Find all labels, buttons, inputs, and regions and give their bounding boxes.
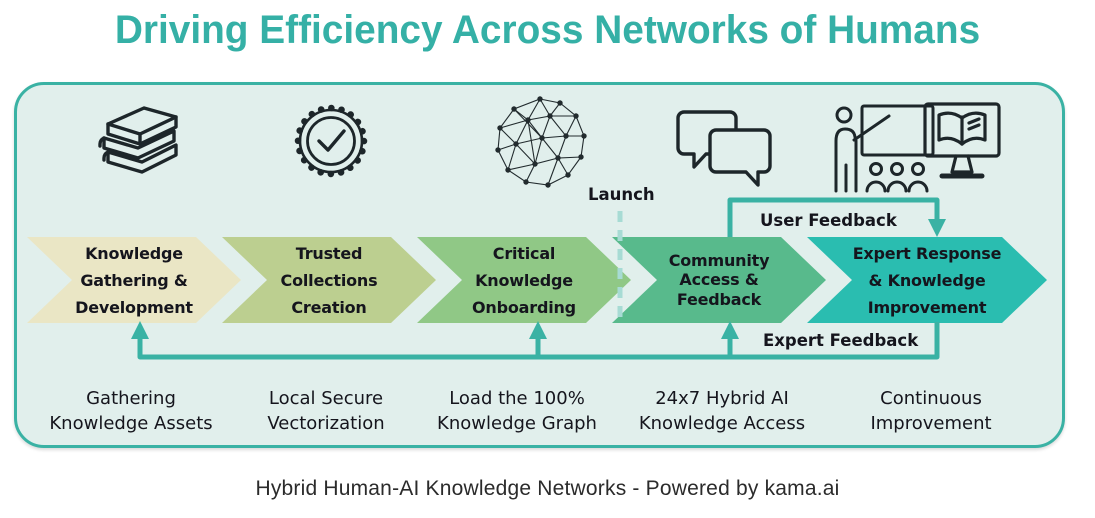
stage-caption-knowledge-graph: Load the 100%Knowledge Graph [437, 388, 597, 434]
chat-bubbles-icon [670, 108, 780, 190]
classroom-training-icon [831, 103, 937, 195]
verified-badge-icon [286, 98, 376, 186]
e-learning-monitor-icon [923, 102, 1001, 188]
footer-tagline: Hybrid Human-AI Knowledge Networks - Pow… [255, 477, 840, 500]
knowledge-graph-icon [490, 92, 590, 192]
expert-feedback-label: Expert Feedback [763, 331, 919, 350]
launch-label: Launch [588, 185, 655, 204]
page-title: Driving Efficiency Across Networks of Hu… [114, 8, 981, 52]
books-icon [88, 100, 184, 184]
user-feedback-label: User Feedback [760, 211, 897, 230]
